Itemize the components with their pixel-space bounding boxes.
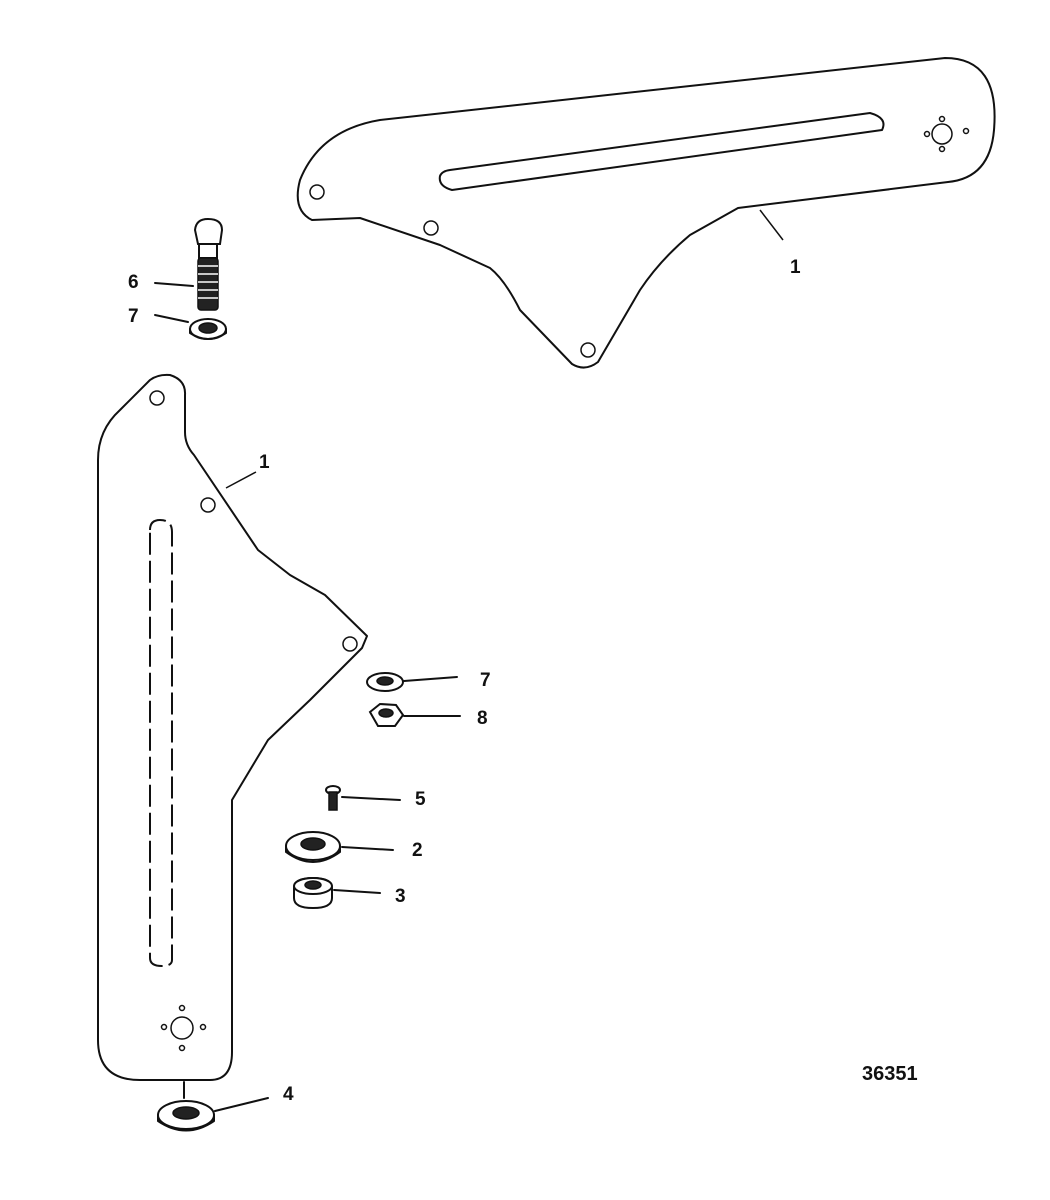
callout-label: 8 xyxy=(477,708,488,729)
callout-label: 6 xyxy=(128,272,139,293)
leader-line xyxy=(341,796,401,801)
upper-bracket xyxy=(296,57,996,369)
callout-label: 7 xyxy=(480,670,491,691)
washer-top xyxy=(189,318,227,340)
grommet xyxy=(285,831,341,863)
bolt xyxy=(193,217,224,311)
leader-line xyxy=(333,889,381,894)
leader-line xyxy=(759,209,784,241)
leader-line xyxy=(341,846,394,851)
callout-label: 7 xyxy=(128,306,139,327)
callout-label: 4 xyxy=(283,1084,294,1105)
flange-nut xyxy=(157,1100,215,1132)
leader-line xyxy=(154,282,194,287)
callout-label: 1 xyxy=(790,257,801,278)
figure-number: 36351 xyxy=(862,1063,918,1085)
leader-line xyxy=(214,1097,269,1112)
bushing xyxy=(293,876,333,910)
callout-label: 2 xyxy=(412,840,423,861)
washer-mid xyxy=(366,672,404,692)
leader-line xyxy=(403,676,458,682)
callout-label: 1 xyxy=(259,452,270,473)
callout-label: 3 xyxy=(395,886,406,907)
leader-line xyxy=(225,471,257,489)
callout-label: 5 xyxy=(415,789,426,810)
leader-line xyxy=(154,314,189,323)
lower-bracket xyxy=(97,373,368,1081)
screw xyxy=(325,785,341,811)
hex-nut xyxy=(368,702,405,727)
